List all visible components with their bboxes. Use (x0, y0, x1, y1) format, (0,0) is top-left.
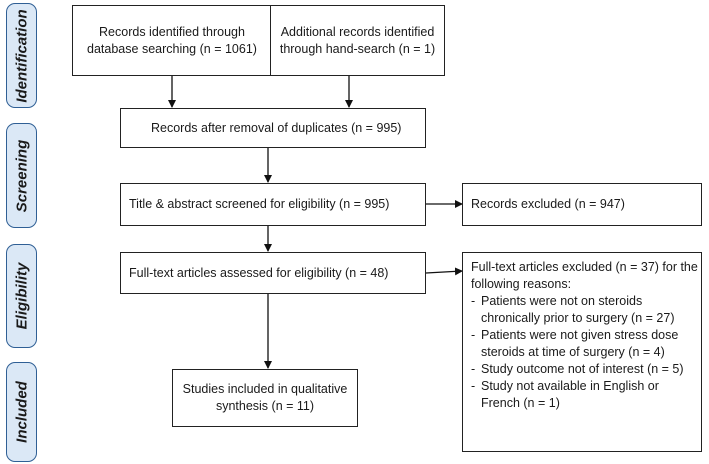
exclusion-reason: Patients were not on steroids chronicall… (471, 293, 701, 327)
box-records-excluded: Records excluded (n = 947) (462, 183, 702, 226)
stage-screening: Screening (6, 123, 37, 228)
box-handsearch-text: Additional records identified through ha… (279, 24, 436, 56)
exclusion-reason: Study outcome not of interest (n = 5) (471, 361, 701, 378)
box-duplicates-text: Records after removal of duplicates (n =… (151, 120, 402, 135)
box-fulltext-text: Full-text articles assessed for eligibil… (129, 265, 389, 280)
stage-eligibility: Eligibility (6, 244, 37, 348)
box-after-duplicates: Records after removal of duplicates (n =… (120, 108, 426, 148)
box-fulltext-assessed: Full-text articles assessed for eligibil… (120, 252, 426, 294)
exclusion-reasons-list: Patients were not on steroids chronicall… (471, 293, 701, 412)
fulltext-excluded-content: Full-text articles excluded (n = 37) for… (471, 259, 701, 412)
arrow-fulltext-to-ftexcluded (425, 267, 463, 276)
stage-identification: Identification (6, 3, 37, 108)
fulltext-excluded-heading: Full-text articles excluded (n = 37) for… (471, 260, 698, 291)
box-excluded-text: Records excluded (n = 947) (471, 197, 625, 211)
box-database-records: Records identified through database sear… (72, 5, 272, 76)
box-included-text: Studies included in qualitative synthesi… (182, 382, 348, 413)
box-database-text: Records identified through database sear… (87, 24, 257, 56)
exclusion-reason: Study not available in English or French… (471, 378, 701, 412)
box-screened-text: Title & abstract screened for eligibilit… (129, 197, 390, 211)
stage-included: Included (6, 362, 37, 462)
box-title-abstract-screened: Title & abstract screened for eligibilit… (120, 183, 426, 226)
exclusion-reason: Patients were not given stress dose ster… (471, 327, 701, 361)
box-handsearch-records: Additional records identified through ha… (270, 5, 445, 76)
box-studies-included: Studies included in qualitative synthesi… (172, 369, 358, 427)
box-fulltext-excluded: Full-text articles excluded (n = 37) for… (462, 252, 702, 452)
